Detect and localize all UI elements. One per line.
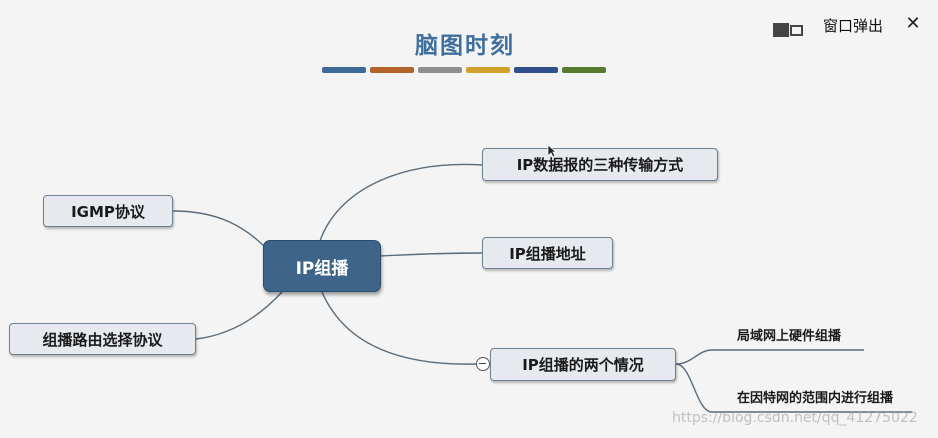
palette-swatch bbox=[514, 67, 558, 73]
leaf-node[interactable]: 局域网上硬件组播 bbox=[737, 329, 842, 344]
leaf-node[interactable]: 在因特网的范围内进行组播 bbox=[737, 391, 894, 406]
left-node[interactable]: IGMP协议 bbox=[43, 195, 173, 227]
connector-line bbox=[321, 291, 478, 365]
connector-line bbox=[172, 210, 265, 247]
right-node[interactable]: IP组播的两个情况 bbox=[490, 348, 676, 381]
mouse-cursor-icon bbox=[547, 144, 557, 158]
watermark-text: https://blog.csdn.net/qq_41275022 bbox=[672, 410, 918, 426]
palette-swatch bbox=[466, 67, 510, 73]
palette-swatch bbox=[418, 67, 462, 73]
popout-window-button[interactable]: 窗口弹出 bbox=[823, 17, 884, 35]
palette-swatch bbox=[562, 67, 606, 73]
left-node[interactable]: 组播路由选择协议 bbox=[9, 323, 196, 355]
center-node[interactable]: IP组播 bbox=[263, 240, 381, 292]
palette-swatch bbox=[322, 67, 366, 73]
connector-line bbox=[675, 349, 864, 365]
connector-line bbox=[379, 252, 484, 257]
right-node[interactable]: IP组播地址 bbox=[482, 237, 613, 269]
collapse-minus-icon[interactable] bbox=[476, 357, 490, 371]
connector-line bbox=[319, 163, 484, 242]
popout-window-icon[interactable] bbox=[772, 20, 804, 40]
connector-line bbox=[195, 291, 283, 340]
connector-line bbox=[675, 363, 912, 413]
palette-swatch bbox=[370, 67, 414, 73]
right-node[interactable]: IP数据报的三种传输方式 bbox=[482, 148, 718, 181]
slide-title: 脑图时刻 bbox=[415, 32, 515, 59]
close-icon[interactable]: ✕ bbox=[905, 13, 921, 34]
